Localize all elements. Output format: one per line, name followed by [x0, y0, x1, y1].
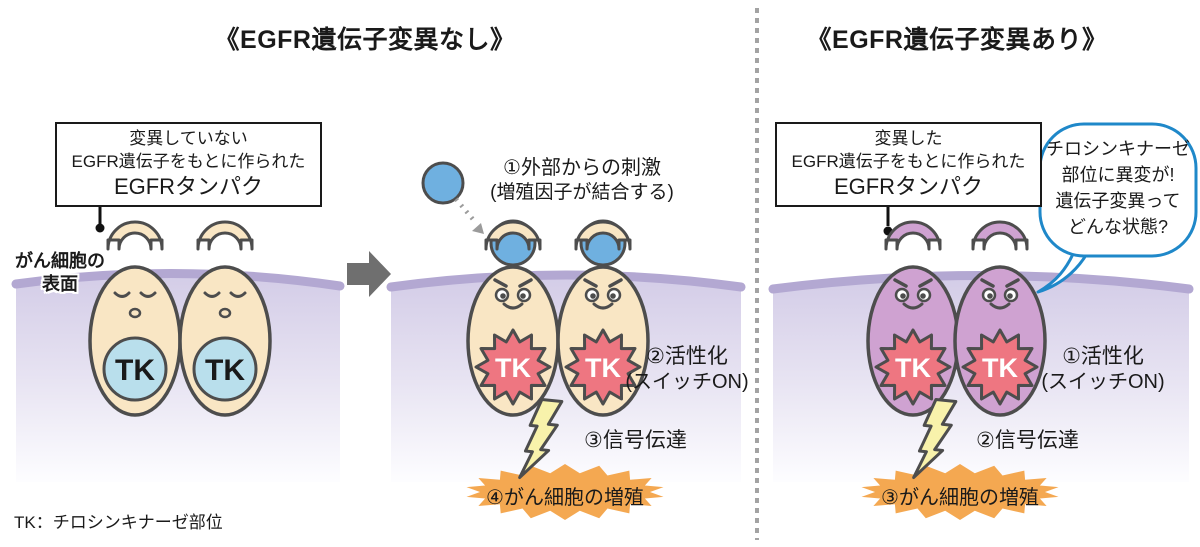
tk-label: TK: [895, 353, 931, 383]
determined-face: [583, 278, 623, 310]
lightning-icon: [518, 397, 564, 480]
receptor-icon: [971, 220, 1029, 251]
receptor-icon: [574, 220, 632, 251]
proliferation-burst: [861, 464, 1059, 520]
surface-label-line: 表面: [42, 274, 78, 294]
stimulus-line: (増殖因子が結合する): [490, 182, 674, 203]
speech-bubble-line: 遺伝子変異って: [1055, 191, 1181, 211]
normal-cell-2: [178, 220, 272, 417]
activation-line: ②活性化: [646, 345, 728, 368]
tk-label: TK: [495, 353, 531, 383]
protein-label-line: EGFR遺伝子をもとに作られた: [71, 152, 306, 171]
tk-label: TK: [585, 353, 621, 383]
activation-note-right: ①活性化 (スイッチON): [1028, 344, 1178, 395]
speech-bubble-line: 部位に異変が!: [1061, 165, 1175, 185]
speech-bubble-line: どんな状態?: [1067, 217, 1168, 237]
protein-label-line: EGFRタンパク: [113, 174, 264, 199]
normal-cell-1: [88, 220, 182, 417]
determined-face: [493, 278, 533, 310]
protein-label-line: 変異していない: [129, 129, 248, 148]
proliferation-label-middle: ④がん細胞の増殖: [486, 487, 644, 509]
tk-starburst-active: [874, 328, 952, 406]
protein-label-line: 変異した: [874, 129, 943, 148]
tk-starburst-active: [564, 328, 642, 406]
receptor-icon: [884, 220, 942, 251]
signal-note-middle: ③信号伝達: [584, 429, 687, 452]
stimulus-note: ①外部からの刺激 (増殖因子が結合する): [473, 156, 691, 205]
activated-cell-1: [466, 219, 560, 417]
binding-arrowhead-icon: [472, 223, 484, 234]
receptor-icon: [196, 220, 254, 251]
tk-label: TK: [115, 354, 155, 387]
activation-line: ①活性化: [1062, 345, 1144, 368]
tk-starburst-active: [474, 328, 552, 406]
sleeping-face: [113, 291, 157, 319]
surface-label-line: がん細胞の: [15, 251, 105, 271]
receptor-icon: [106, 220, 164, 251]
speech-bubble-line: チロシンキナーゼ: [1046, 139, 1190, 159]
panel-divider: [755, 8, 759, 540]
activation-line: (スイッチON): [1041, 371, 1165, 393]
determined-face: [980, 278, 1020, 310]
tk-label: TK: [205, 354, 245, 387]
protein-label-box-right: 変異した EGFR遺伝子をもとに作られた EGFRタンパク: [775, 122, 1042, 207]
protein-label-line: EGFR遺伝子をもとに作られた: [791, 152, 1026, 171]
tk-badge-inactive: [102, 336, 168, 402]
membrane-left: [11, 268, 345, 482]
right-panel-title: 《EGFR遺伝子変異あり》: [806, 26, 1108, 54]
protein-label-box-left: 変異していない EGFR遺伝子をもとに作られた EGFRタンパク: [55, 122, 322, 207]
activation-note-middle: ②活性化 (スイッチON): [620, 344, 754, 395]
surface-label: がん細胞の 表面: [5, 250, 115, 296]
determined-face: [893, 278, 933, 310]
right-arrow-icon: [347, 251, 391, 297]
speech-bubble-text: チロシンキナーゼ 部位に異変が! 遺伝子変異って どんな状態?: [1042, 136, 1194, 240]
growth-factor-icon: [421, 161, 465, 205]
left-panel-title: 《EGFR遺伝子変異なし》: [214, 26, 516, 54]
activation-line: (スイッチON): [625, 371, 749, 393]
mutant-cell-1: [866, 220, 960, 417]
signal-note-right: ②信号伝達: [976, 429, 1079, 452]
tk-starburst-active: [961, 328, 1039, 406]
activated-cell-2: [556, 219, 650, 417]
proliferation-label-right: ③がん細胞の増殖: [881, 487, 1039, 509]
lightning-icon: [912, 397, 958, 480]
mutant-cell-2: [953, 220, 1047, 417]
receptor-icon: [484, 220, 542, 251]
protein-label-line: EGFRタンパク: [833, 174, 984, 199]
sleeping-face: [203, 291, 247, 319]
stimulus-line: ①外部からの刺激: [503, 157, 661, 179]
footnote: TK：チロシンキナーゼ部位: [14, 513, 223, 532]
speech-bubble: [1036, 122, 1198, 294]
tk-label: TK: [982, 353, 1018, 383]
tk-badge-inactive: [192, 336, 258, 402]
proliferation-burst: [466, 464, 664, 520]
